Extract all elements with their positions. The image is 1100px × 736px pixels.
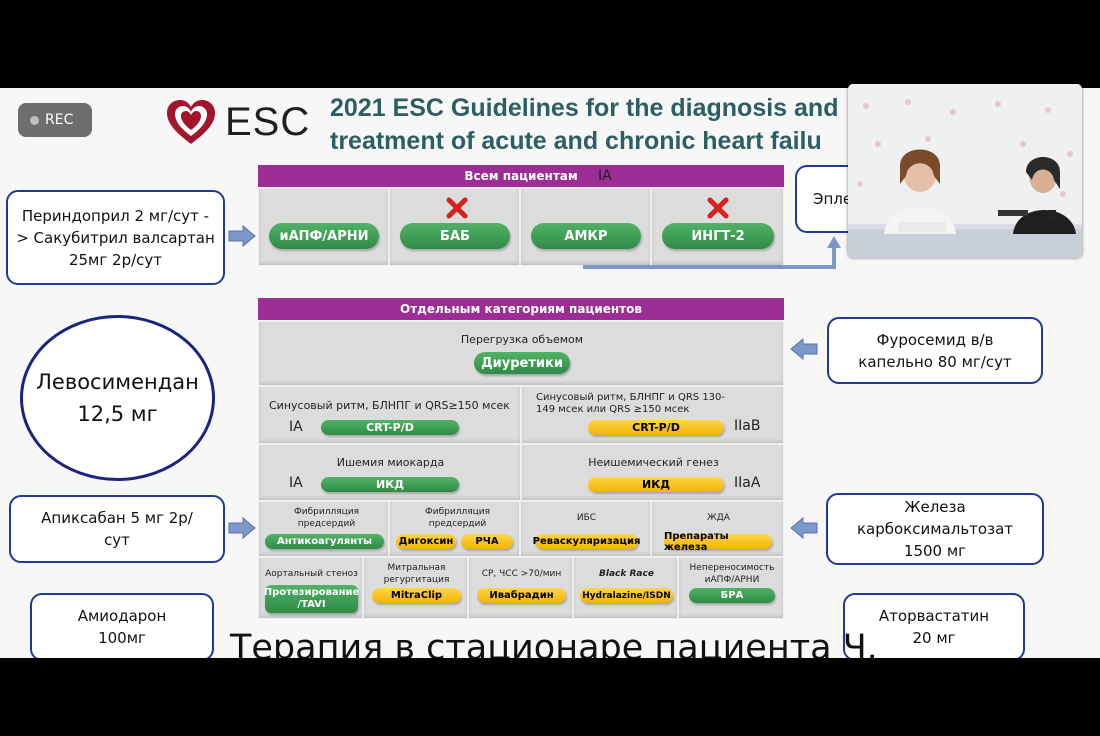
- drug-cell-3: АМКР: [520, 188, 651, 266]
- drug-cell-1: иАПФ/АРНИ: [258, 188, 389, 266]
- hydralazine-pill: Hydralazine/ISDN: [580, 588, 673, 603]
- af1-label: Фибрилляция предсердий: [293, 507, 360, 529]
- intolerance-label: Непереносимость иАПФ/АРНИ: [689, 563, 775, 585]
- nonischemic-cell: Неишемический генез ИКД IIaA: [521, 444, 784, 501]
- ibs-label: ИБС: [576, 513, 597, 523]
- furosemide-box: Фуросемид в/в капельно 80 мг/сут: [827, 317, 1043, 384]
- crt-left-pill: CRT-P/D: [321, 420, 459, 435]
- all-patients-level: IA: [598, 168, 612, 184]
- levosimendan-circle: Левосимендан 12,5 мг: [20, 315, 215, 481]
- crt-left-label: Синусовый ритм, БЛНПГ и QRS≥150 мсек: [269, 399, 510, 412]
- icd-pill-green: ИКД: [321, 477, 459, 492]
- mitral-cell: Митральная регургитация MitraClip: [363, 557, 468, 619]
- iron-box: Железа карбоксимальтозат 1500 мг: [826, 493, 1044, 565]
- participants-video-feed: [848, 84, 1082, 258]
- slide-title-line2: treatment of acute and chronic heart fai…: [330, 127, 822, 155]
- drug-cell-2: БАБ: [389, 188, 520, 266]
- apixaban-box: Апиксабан 5 мг 2р/сут: [9, 495, 225, 563]
- record-dot-icon: [30, 115, 39, 125]
- diuretics-pill: Диуретики: [474, 352, 570, 374]
- categories-panel: Перегрузка объемом Диуретики Синусовый р…: [258, 321, 784, 619]
- mitral-label: Митральная регургитация: [383, 563, 450, 585]
- left-arrow-icon: [790, 517, 818, 539]
- ida-label: ЖДА: [707, 513, 730, 523]
- levosimendan-dose: 12,5 мг: [77, 402, 158, 426]
- ivabradine-pill: Ивабрадин: [477, 588, 566, 603]
- ischemia-cell: Ишемия миокарда IA ИКД: [258, 444, 521, 501]
- rfa-pill: РЧА: [461, 534, 513, 549]
- recording-indicator[interactable]: REC: [18, 103, 92, 137]
- esc-logo: ESC: [165, 96, 310, 148]
- right-arrow-icon: [228, 225, 256, 247]
- nonischemic-label: Неишемический генез: [588, 456, 719, 469]
- black-race-label: Black Race: [599, 569, 654, 579]
- ischemia-level: IA: [289, 475, 303, 491]
- sr-label: СР, ЧСС >70/мин: [481, 569, 562, 579]
- cross-icon: [446, 197, 468, 219]
- black-race-cell: Black Race Hydralazine/ISDN: [573, 557, 678, 619]
- logo-text: ESC: [225, 99, 311, 144]
- slide-title-line1: 2021 ESC Guidelines for the diagnosis an…: [330, 94, 839, 122]
- mitraclip-pill: MitraClip: [372, 588, 461, 603]
- crt-right-cell: Синусовый ритм, БЛНПГ и QRS 130-149 мсек…: [521, 386, 784, 444]
- ibs-cell: ИБС Реваскуляризация: [520, 501, 651, 557]
- prosthesis-pill: Протезирование /TAVI: [264, 585, 359, 613]
- slide-title: 2021 ESC Guidelines for the diagnosis an…: [330, 92, 890, 158]
- iron-drugs-pill: Препараты железа: [664, 531, 772, 553]
- right-arrow-icon: [228, 517, 256, 539]
- crt-left-cell: Синусовый ритм, БЛНПГ и QRS≥150 мсек IA …: [258, 386, 521, 444]
- drug-pill-2: БАБ: [400, 223, 510, 249]
- aortic-label: Аортальный стеноз: [265, 569, 358, 579]
- anticoagulants-pill: Антикоагулянты: [265, 534, 384, 549]
- cross-icon: [707, 197, 729, 219]
- slide-footer-caption: Терапия в стационаре пациента Ч.: [230, 628, 878, 658]
- icd-pill-yellow: ИКД: [588, 477, 724, 492]
- sr-cell: СР, ЧСС >70/мин Ивабрадин: [468, 557, 573, 619]
- af2-label: Фибрилляция предсердий: [424, 507, 491, 529]
- atorvastatin-box: Аторвастатин 20 мг: [843, 593, 1025, 658]
- ischemia-label: Ишемия миокарда: [336, 456, 445, 469]
- drug-pill-4: ИНГТ-2: [662, 223, 774, 249]
- all-patients-header: Всем пациентам IA: [258, 165, 784, 187]
- intolerance-cell: Непереносимость иАПФ/АРНИ БРА: [678, 557, 784, 619]
- af2-cell: Фибрилляция предсердий Дигоксин РЧА: [389, 501, 520, 557]
- arb-pill: БРА: [689, 588, 775, 603]
- af1-cell: Фибрилляция предсердий Антикоагулянты: [258, 501, 389, 557]
- left-arrow-icon: [790, 338, 818, 360]
- volume-cell: Перегрузка объемом Диуретики: [258, 321, 784, 386]
- volume-label: Перегрузка объемом: [460, 333, 584, 346]
- drug-cell-4: ИНГТ-2: [651, 188, 784, 266]
- aortic-cell: Аортальный стеноз Протезирование /TAVI: [258, 557, 363, 619]
- crt-right-level: IIaB: [734, 418, 761, 434]
- nonischemic-level: IIaA: [734, 475, 761, 491]
- all-patients-panel: иАПФ/АРНИ БАБ АМКР ИНГТ-2: [258, 188, 784, 266]
- amiodarone-box: Амиодарон 100мг: [30, 593, 214, 658]
- heart-logo-icon: [167, 100, 215, 144]
- levosimendan-name: Левосимендан: [36, 370, 199, 394]
- crt-left-level: IA: [289, 419, 303, 435]
- video-call-thumbnail[interactable]: [848, 84, 1082, 258]
- eplerenone-connector-arrow-icon: [583, 236, 841, 269]
- categories-header: Отдельным категориям пациентов: [258, 298, 784, 320]
- crt-right-pill: CRT-P/D: [588, 420, 724, 435]
- perindopril-box: Периндоприл 2 мг/сут -> Сакубитрил валса…: [6, 190, 225, 285]
- drug-pill-3: АМКР: [531, 223, 641, 249]
- all-patients-header-text: Всем пациентам: [464, 169, 578, 183]
- crt-right-label: Синусовый ритм, БЛНПГ и QRS 130-149 мсек…: [536, 392, 726, 415]
- ida-cell: ЖДА Препараты железа: [651, 501, 784, 557]
- drug-pill-1: иАПФ/АРНИ: [269, 223, 379, 249]
- digoxin-pill: Дигоксин: [396, 534, 456, 549]
- revascularization-pill: Реваскуляризация: [532, 534, 641, 549]
- recording-label: REC: [45, 112, 74, 128]
